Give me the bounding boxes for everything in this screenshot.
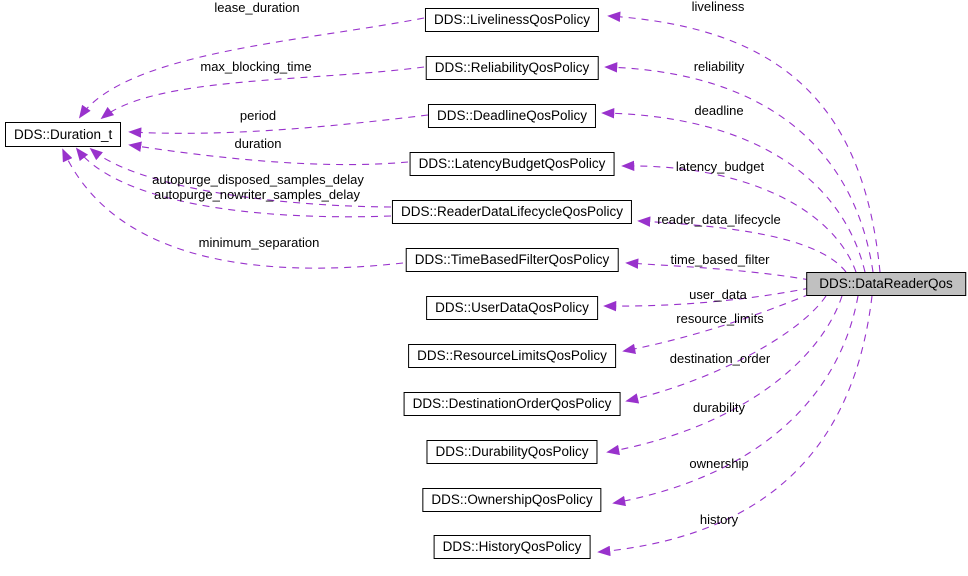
- edge-label-time-based-filter: time_based_filter: [670, 252, 770, 267]
- edge-liveliness: [607, 11, 881, 273]
- node-reader-data-lifecycle-qos-policy[interactable]: DDS::ReaderDataLifecycleQosPolicy: [391, 200, 633, 224]
- node-deadline-qos-policy[interactable]: DDS::DeadlineQosPolicy: [427, 104, 597, 128]
- edge-history: [597, 295, 873, 557]
- node-resource-limits-qos-policy[interactable]: DDS::ResourceLimitsQosPolicy: [408, 344, 616, 368]
- edge-minimum-separation: [62, 148, 404, 269]
- edge-autopurge-nowriter: [75, 147, 392, 218]
- node-duration-t[interactable]: DDS::Duration_t: [5, 122, 122, 147]
- edge-label-user-data: user_data: [689, 287, 747, 302]
- edge-lease-duration: [78, 17, 425, 119]
- edge-label-durability: durability: [692, 400, 746, 415]
- edge-label-destination-order: destination_order: [669, 351, 771, 366]
- node-liveliness-qos-policy[interactable]: DDS::LivelinessQosPolicy: [424, 8, 600, 32]
- edge-label-autopurge-disposed-samples-delay: autopurge_disposed_samples_delay: [152, 172, 364, 187]
- edge-reader-data-lifecycle: [637, 216, 847, 273]
- edge-destination-order: [625, 295, 827, 404]
- node-time-based-filter-qos-policy[interactable]: DDS::TimeBasedFilterQosPolicy: [405, 248, 619, 272]
- node-destination-order-qos-policy[interactable]: DDS::DestinationOrderQosPolicy: [403, 392, 621, 416]
- edge-label-duration: duration: [234, 136, 282, 151]
- edge-label-ownership: ownership: [689, 456, 749, 471]
- node-data-reader-qos[interactable]: DDS::DataReaderQos: [806, 272, 966, 296]
- edge-reliability: [604, 62, 874, 273]
- edge-resource-limits: [622, 293, 811, 355]
- edge-period: [128, 114, 429, 138]
- edge-label-lease-duration: lease_duration: [214, 0, 300, 15]
- node-user-data-qos-policy[interactable]: DDS::UserDataQosPolicy: [426, 296, 598, 320]
- edge-label-history: history: [699, 512, 739, 527]
- edge-ownership: [612, 295, 859, 507]
- edge-label-minimum-separation: minimum_separation: [198, 235, 320, 250]
- edge-label-latency-budget: latency_budget: [675, 159, 765, 174]
- edge-label-autopurge-nowriter-samples-delay: autopurge_nowriter_samples_delay: [154, 187, 360, 202]
- edge-durability: [606, 295, 843, 456]
- edge-deadline: [601, 108, 866, 273]
- node-durability-qos-policy[interactable]: DDS::DurabilityQosPolicy: [426, 440, 598, 464]
- edge-label-max-blocking-time: max_blocking_time: [200, 59, 312, 74]
- edge-label-period: period: [239, 108, 277, 123]
- node-latency-budget-qos-policy[interactable]: DDS::LatencyBudgetQosPolicy: [409, 152, 615, 176]
- edge-latency-budget: [621, 160, 857, 273]
- edge-label-liveliness: liveliness: [691, 0, 745, 14]
- node-reliability-qos-policy[interactable]: DDS::ReliabilityQosPolicy: [425, 56, 599, 80]
- edge-label-reliability: reliability: [693, 59, 745, 74]
- edge-label-reader-data-lifecycle: reader_data_lifecycle: [657, 212, 781, 227]
- edge-label-deadline: deadline: [694, 103, 744, 118]
- edge-time-based-filter: [625, 258, 811, 281]
- node-ownership-qos-policy[interactable]: DDS::OwnershipQosPolicy: [422, 488, 602, 512]
- edge-label-resource-limits: resource_limits: [676, 311, 764, 326]
- edge-max-blocking-time: [100, 66, 425, 120]
- node-history-qos-policy[interactable]: DDS::HistoryQosPolicy: [433, 535, 591, 559]
